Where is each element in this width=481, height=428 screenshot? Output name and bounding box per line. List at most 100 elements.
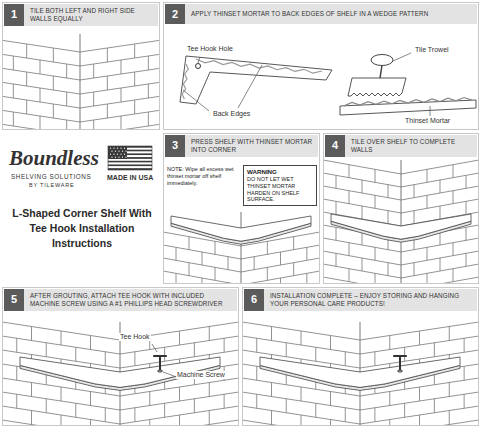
step-instruction: PRESS SHELF WITH THINSET MORTAR INTO COR… (191, 138, 314, 154)
tile-joint (31, 383, 32, 397)
leader-line (163, 372, 174, 376)
tile-joint (3, 420, 238, 425)
step-number-box: 3 (165, 135, 185, 157)
tile-joint (427, 169, 428, 182)
part-label: Tee Hook (119, 333, 151, 341)
tile-joint (16, 366, 17, 380)
tile-joint (148, 112, 149, 126)
tile-joint (149, 420, 150, 426)
tile-joint (107, 48, 108, 62)
tile-joint (440, 258, 441, 271)
tile-joint (414, 185, 415, 198)
tile-joint (209, 327, 210, 341)
thinset-mortar (344, 98, 472, 106)
tile-joint (134, 100, 135, 114)
tile-joint (3, 392, 238, 410)
tile-joint (453, 243, 454, 256)
step-number: 6 (251, 294, 257, 305)
flag-star (124, 154, 125, 155)
tile-joint (453, 269, 454, 282)
tile-joint (336, 175, 337, 188)
tile-joint (26, 44, 27, 58)
tile-joint (427, 247, 428, 260)
tile-joint (121, 116, 122, 129)
tile-joint (3, 124, 159, 129)
step-header: TILE BOTH LEFT AND RIGHT SIDE WALLS EQUA… (4, 4, 158, 26)
tile-joint (194, 343, 195, 357)
step-header: INSTALLATION COMPLETE – ENJOY STORING AN… (244, 289, 477, 311)
tile-joint (209, 383, 210, 397)
tile-joint (324, 277, 478, 283)
tile-joint (388, 263, 389, 276)
flag-star (113, 148, 114, 149)
step-header: AFTER GROUTING, ATTACH TEE HOOK WITH INC… (4, 289, 237, 311)
tile-joint (324, 173, 478, 187)
warning-box: WARNINGDO NOT LET WET THINSET MORTAR HAR… (243, 165, 317, 206)
flag-star (122, 157, 123, 158)
tile-joint (375, 169, 376, 182)
tile-joint (375, 247, 376, 260)
tile-joint (243, 420, 478, 425)
flag-canton (108, 146, 127, 159)
panel-frame (164, 134, 320, 284)
tile-joint (449, 411, 450, 425)
flag-star (110, 148, 111, 149)
part-label: Thinset Mortar (404, 117, 451, 125)
tile-joint (121, 88, 122, 102)
flag-stripe (108, 163, 152, 165)
hook-attached (3, 322, 238, 425)
tile-joint (324, 199, 478, 213)
tile-joint (389, 336, 390, 350)
tile-joint (13, 84, 14, 98)
tile-joint (374, 408, 375, 422)
tile-joint (66, 92, 67, 106)
flag-star (110, 154, 111, 155)
step-number-box: 2 (165, 4, 185, 24)
tile-joint (301, 387, 302, 401)
tile-joint (194, 399, 195, 413)
tile-joint (388, 211, 389, 224)
leader-line (393, 53, 411, 61)
tile-joint (267, 267, 268, 280)
tile-joint (66, 120, 67, 129)
tile-joint (256, 366, 257, 380)
l-shelf (180, 56, 332, 104)
tile-joint (16, 394, 17, 408)
tile-joint (13, 56, 14, 70)
tile-joint (419, 331, 420, 345)
tile-joint (243, 392, 478, 410)
tile-joint (224, 394, 225, 408)
tile-joint (286, 343, 287, 357)
tile-joint (40, 88, 41, 102)
tile-joint (31, 327, 32, 341)
step-number-box: 4 (325, 135, 345, 157)
flag-star (118, 157, 119, 158)
tile-joint (164, 403, 165, 417)
tile-joint (419, 387, 420, 401)
tile-joint (324, 264, 478, 278)
tile-joint (228, 257, 229, 270)
flag-star (118, 151, 119, 152)
part-label: Machine Screw (176, 371, 226, 379)
tile-joint (440, 180, 441, 193)
tile-joint (362, 206, 363, 219)
tile-joint (345, 408, 346, 422)
part-label: Tee Hook Hole (186, 45, 234, 53)
title: L-Shaped Corner Shelf With Tee Hook Inst… (6, 206, 158, 252)
flag-star (124, 148, 125, 149)
shelf-top (260, 357, 460, 387)
flag-star (117, 148, 118, 149)
tee-hook-stem (399, 356, 401, 370)
tile-joint (215, 267, 216, 280)
tile-joint (66, 64, 67, 78)
tile-joint (26, 72, 27, 86)
tile-joint (306, 273, 307, 283)
shelf-piece (340, 100, 476, 115)
leader-line (183, 90, 209, 111)
panel-frame (243, 288, 479, 426)
tile-joint (134, 408, 135, 422)
tile-joint (75, 403, 76, 417)
shelf-in-corner (164, 212, 319, 283)
tile-joint (53, 76, 54, 90)
machine-screw (398, 370, 403, 372)
